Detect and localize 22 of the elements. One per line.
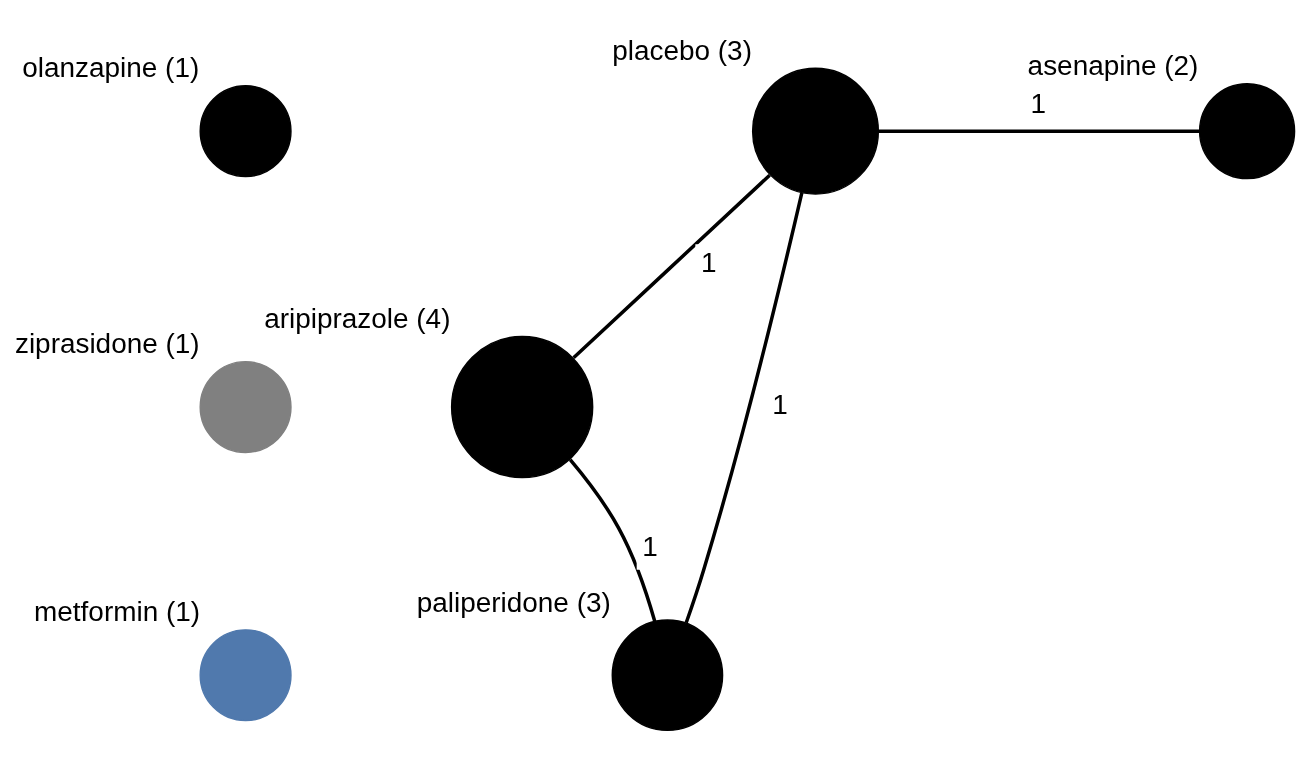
edge-label: 1: [772, 388, 788, 420]
node-circle: [199, 360, 292, 453]
node-label: paliperidone (3): [416, 586, 611, 618]
node-circle: [199, 84, 292, 177]
node-circle: [751, 67, 880, 195]
node-label: aripiprazole (4): [264, 302, 451, 334]
node-circle: [199, 628, 292, 721]
node-circle: [450, 335, 594, 478]
node-label: placebo (3): [612, 34, 752, 66]
node-label: asenapine (2): [1027, 49, 1199, 81]
node-label: olanzapine (1): [22, 51, 200, 83]
node-circle: [611, 618, 724, 731]
connector: [568, 458, 657, 622]
connector: [878, 128, 1200, 133]
node-label: metformin (1): [34, 595, 201, 627]
edge-label: 1: [642, 530, 658, 562]
connector: [684, 191, 804, 623]
edge-label: 1: [1030, 87, 1047, 119]
connector: [572, 173, 771, 359]
node-circle: [1198, 82, 1296, 179]
edge-label: 1: [700, 246, 717, 278]
node-label: ziprasidone (1): [14, 327, 200, 359]
